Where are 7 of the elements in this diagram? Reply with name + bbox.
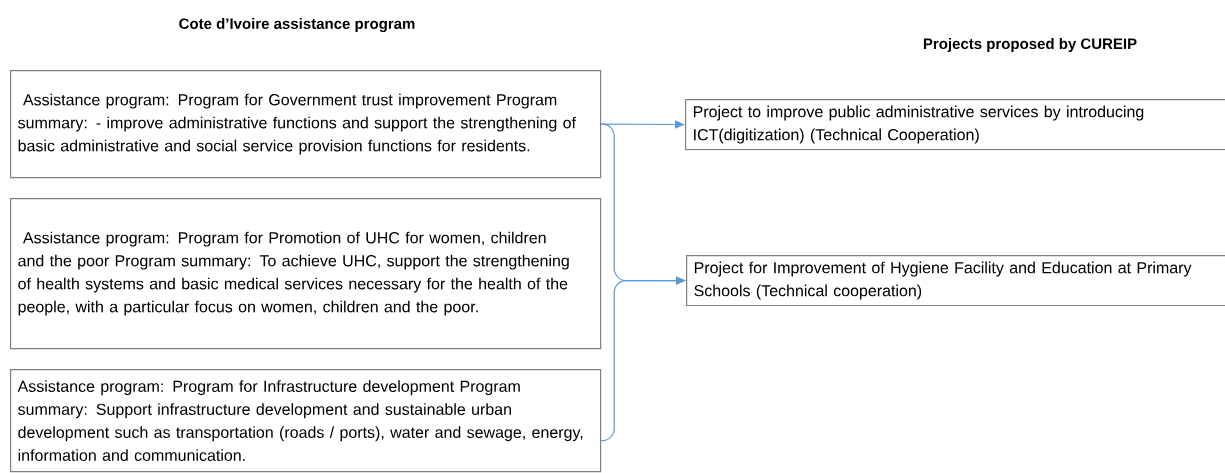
text-box: Assistance program: Program for Government trust improvement Program summary: - improve administrative functions and support the strengthening of basic administrative and social service provision functions for residents. <box>10 70 602 179</box>
text-box: Project to improve public administrative services by introducing ICT(digitization) (Technical Cooperation) <box>685 99 1225 151</box>
text-box: Assistance program: Program for Promotion of UHC for women, children and the poor Program summary: To achieve UHC, support the strengthening of health systems and basic medical services necessary for the health of the people, with a particular focus on women, children and the poor. <box>10 198 602 350</box>
text-box: Assistance program: Program for Infrastructure development Program summary: Support infrastructure development and sustainable urban development such as transportation (roads / ports), water and sewage, energy, information and communication. <box>10 369 602 473</box>
heading: Projects proposed by CUREIP <box>923 38 1137 52</box>
heading: Cote d’Ivoire assistance program <box>179 18 415 32</box>
text-box: Project for Improvement of Hygiene Facility and Education at Primary Schools (Technical cooperation) <box>686 255 1225 307</box>
